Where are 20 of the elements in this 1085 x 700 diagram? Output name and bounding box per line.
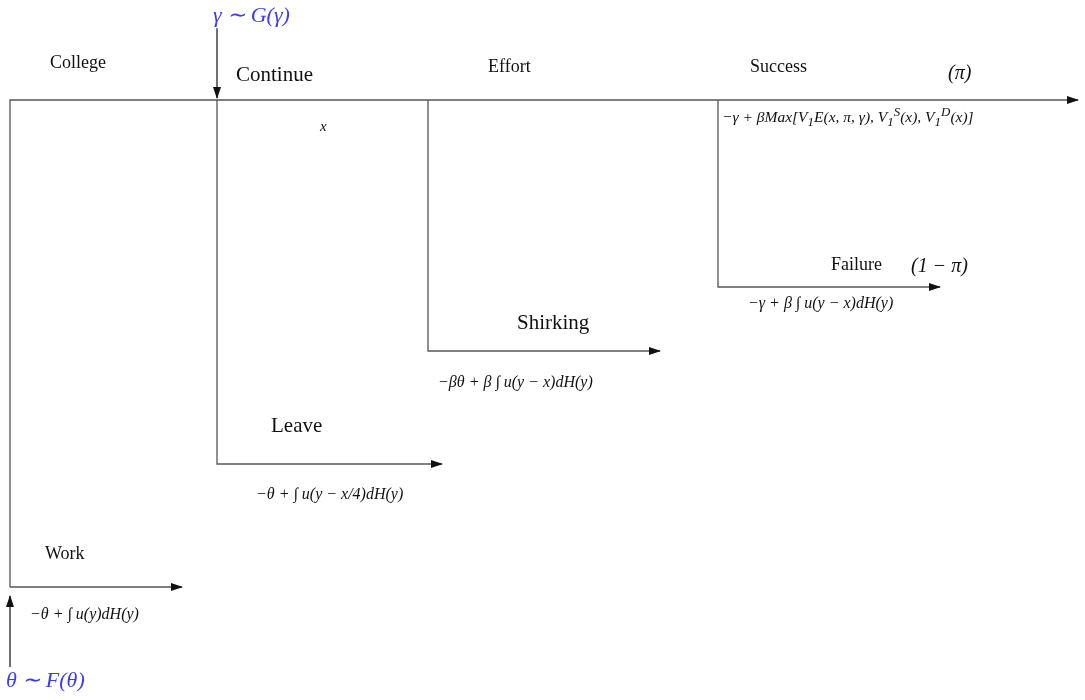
branch-label: Shirking <box>517 311 590 335</box>
variable-label: x <box>320 118 327 135</box>
branch-label: Continue <box>236 63 313 87</box>
payoff-formula: −θ + ∫ u(y)dH(y) <box>30 605 139 623</box>
payoff-formula: −θ + ∫ u(y − x/4)dH(y) <box>256 485 404 503</box>
arrow <box>213 27 221 99</box>
branch-label: Failure <box>831 255 882 275</box>
branch-label: College <box>50 53 106 73</box>
payoff-formula: −γ + β ∫ u(y − x)dH(y) <box>748 294 894 312</box>
branch-label: Work <box>45 544 85 564</box>
distribution-label: θ ∼ F(θ) <box>6 668 85 693</box>
branch-label: Effort <box>488 57 531 77</box>
probability-label: (π) <box>948 61 972 83</box>
probability-label: (1 − π) <box>911 254 968 276</box>
distribution-label: γ ∼ G(γ) <box>213 3 290 28</box>
branch-label: Leave <box>271 414 323 438</box>
arrow <box>6 595 14 668</box>
branch-label: Success <box>750 57 807 77</box>
payoff-formula: −βθ + β ∫ u(y − x)dH(y) <box>438 373 593 391</box>
payoff-formula: −γ + βMax[V$_{1}$E(x, π, γ), V$_{1}$$^{S}$(x), V$_{1}$$^{D}$(x)] <box>722 105 974 130</box>
